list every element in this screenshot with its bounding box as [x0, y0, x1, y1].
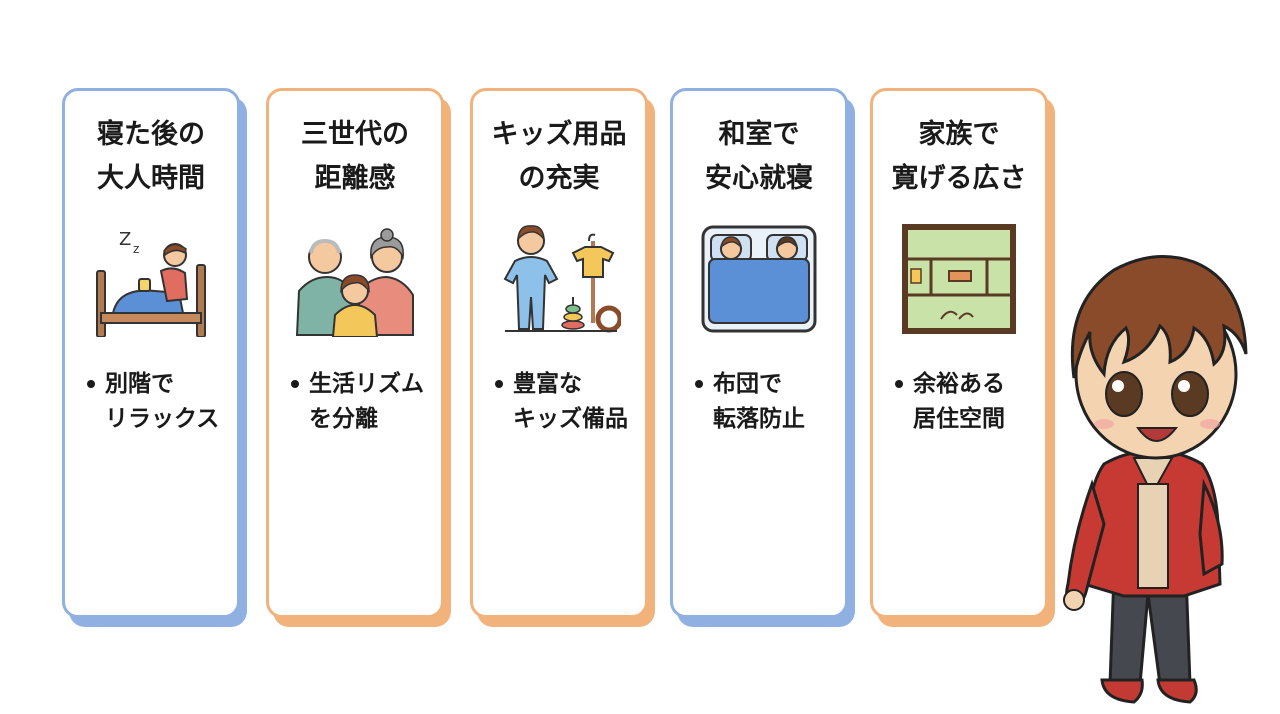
card-title: キッズ用品の充実	[491, 119, 627, 194]
card-title: 家族で寛げる広さ	[891, 119, 1027, 194]
svg-text:Z: Z	[119, 229, 131, 250]
kids-goods-icon	[503, 225, 621, 333]
feature-card-2: 三世代の距離感 生活リズムを分離	[266, 88, 444, 618]
card-bullet: 生活リズムを分離	[291, 367, 437, 437]
card-bullet: 余裕ある居住空間	[895, 367, 1041, 437]
svg-text:z: z	[133, 242, 139, 256]
card-bullet: 別階でリラックス	[87, 367, 233, 437]
feature-card-1: 寝た後の大人時間 Z z 別階でリラックス	[62, 88, 240, 618]
card-title: 寝た後の大人時間	[97, 119, 205, 194]
card-bullet: 豊富なキッズ備品	[495, 367, 641, 437]
floor-plan-icon	[902, 224, 1016, 334]
feature-card-4: 和室で安心就寝 布団で転落防止	[670, 88, 848, 618]
sleeping-person-bed-icon: Z z	[96, 229, 206, 337]
card-bullet: 布団で転落防止	[695, 367, 841, 437]
three-generation-family-icon	[295, 228, 414, 337]
feature-card-3: キッズ用品の充実 豊富なキッズ備品	[470, 88, 648, 618]
boy-mascot-icon	[1063, 255, 1248, 704]
card-title: 和室で安心就寝	[705, 119, 813, 194]
futon-sleeping-icon	[701, 225, 817, 333]
feature-card-5: 家族で寛げる広さ 余裕ある居住空間	[870, 88, 1048, 618]
card-title: 三世代の距離感	[301, 119, 409, 194]
